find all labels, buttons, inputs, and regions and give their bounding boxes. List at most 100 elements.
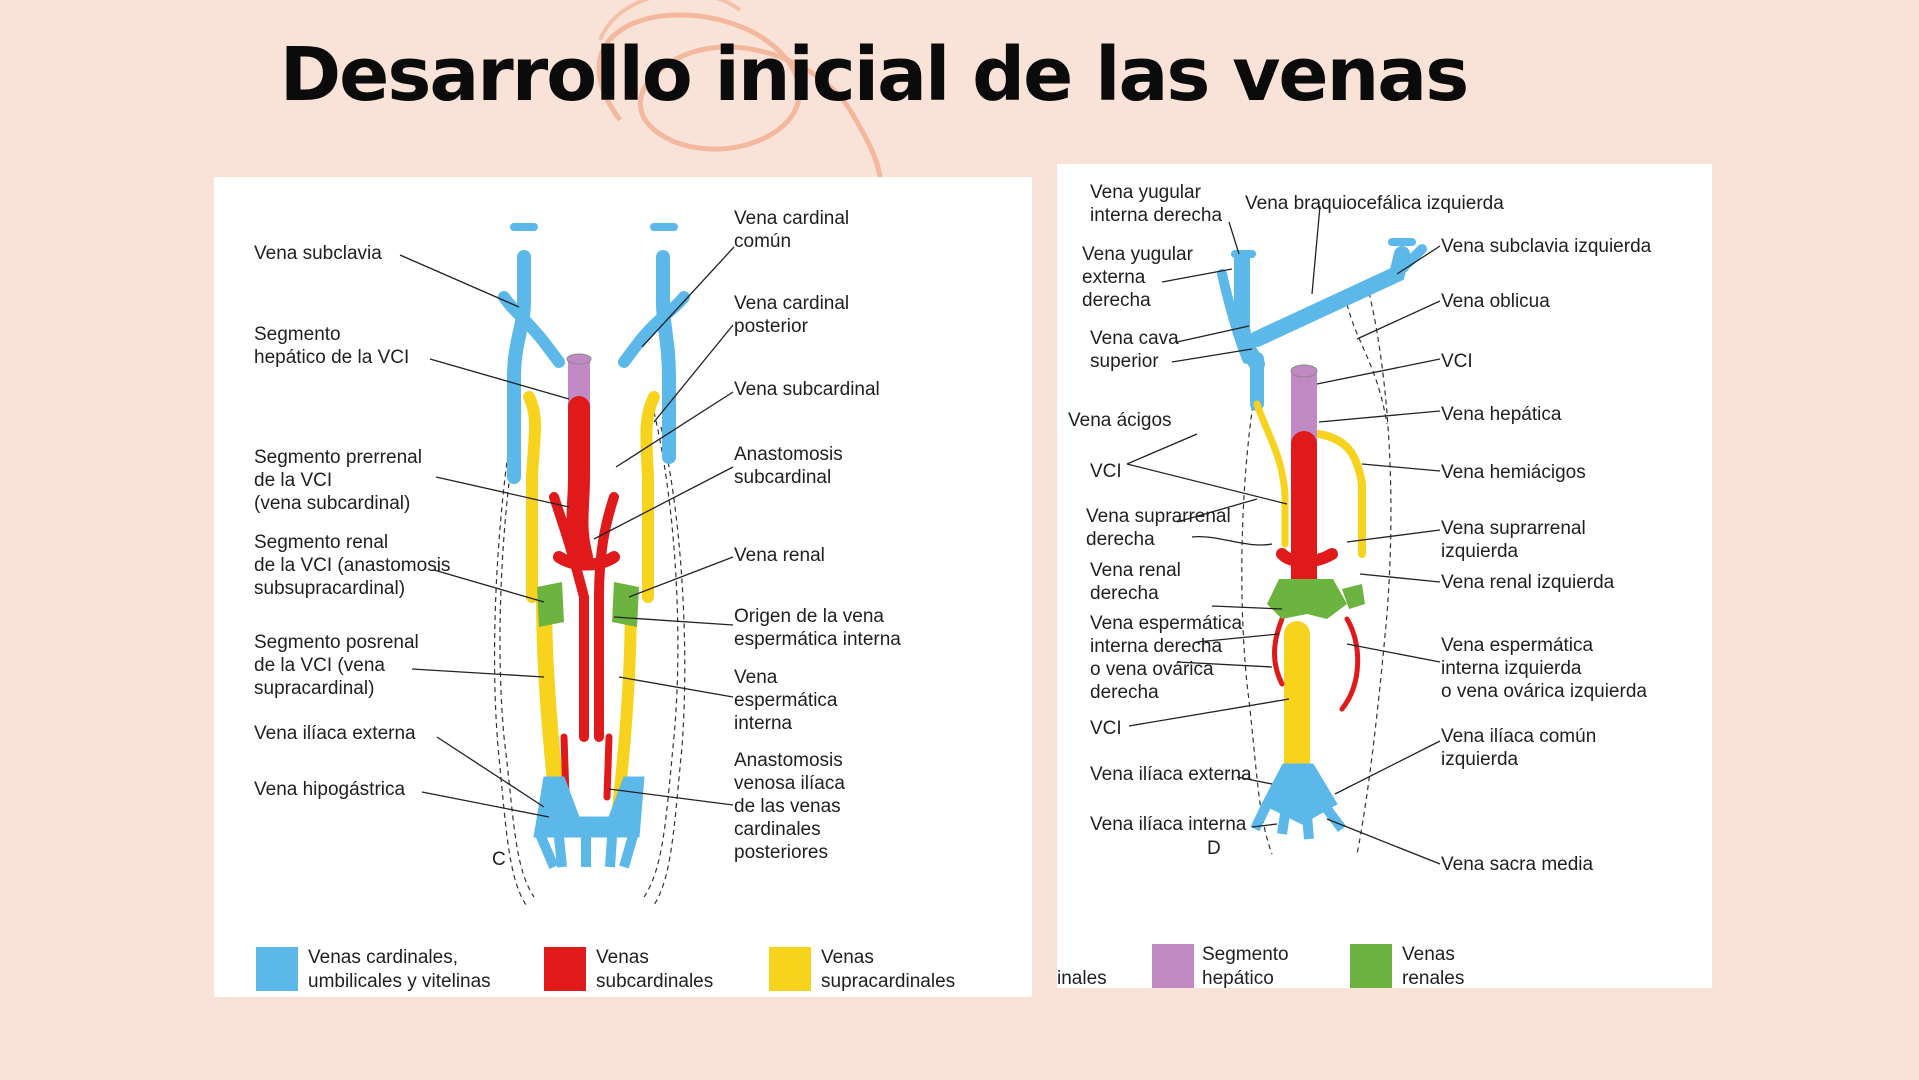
panel-letter-d: D [1207,838,1221,859]
label-origen-1: Origen de la vena [734,606,884,627]
label-subclavia-izq: Vena subclavia izquierda [1441,236,1652,257]
dashed-outline-d-left [1241,378,1273,855]
label-renal-izq: Vena renal izquierda [1441,572,1615,593]
label-origen-2: espermática interna [734,629,901,650]
label-braquio: Vena braquiocefálica izquierda [1245,193,1504,214]
label-iliaca-externa: Vena ilíaca externa [254,723,416,744]
legend-c: Venas cardinales, umbilicales y vitelina… [256,947,955,992]
legend-hep-2: hepático [1202,968,1274,988]
label-anast-iliaca-3: de las venas [734,796,841,817]
label-esp-izq-3: o vena ovárica izquierda [1441,681,1647,702]
label-renal-der-2: derecha [1090,583,1159,604]
label-anast-iliaca-5: posteriores [734,842,828,863]
label-anast-sub-2: subcardinal [734,467,831,488]
label-cardinal-comun-2: común [734,231,791,252]
label-vena-subclavia: Vena subclavia [254,243,382,264]
label-seg-prerrenal-2: de la VCI [254,470,332,491]
label-seg-renal-1: Segmento renal [254,532,388,553]
label-anast-iliaca-1: Anastomosis [734,750,843,771]
label-hipogastrica: Vena hipogástrica [254,779,405,800]
label-esp-izq-2: interna izquierda [1441,658,1582,679]
label-esp-izq-1: Vena espermática [1441,635,1594,656]
label-cava-sup-1: Vena cava [1090,328,1179,349]
label-renal-der-1: Vena renal [1090,560,1181,581]
label-seg-hepatico-2: hepático de la VCI [254,347,409,368]
label-supra-izq-2: izquierda [1441,541,1519,562]
legend-cardinal-2: umbilicales y vitelinas [308,971,491,992]
label-esperm-3: interna [734,713,793,734]
dashed-outline-left [499,411,535,898]
label-anast-sub-1: Anastomosis [734,444,843,465]
label-esperm-2: espermática [734,690,838,711]
panel-letter-c: C [492,849,506,870]
label-iliaca-comun-1: Vena ilíaca común [1441,726,1596,747]
label-vci-1: VCI [1090,461,1122,482]
legend-swatch-renal [1350,944,1392,988]
dashed-outline-right [643,411,679,898]
dashed-outline-right-2 [653,426,686,906]
label-acigos: Vena ácigos [1068,410,1172,431]
label-seg-hepatico-1: Segmento [254,324,341,345]
label-seg-posrenal-3: supracardinal) [254,678,374,699]
label-supra-izq-1: Vena suprarrenal [1441,518,1586,539]
label-iliaca-ext: Vena ilíaca externa [1090,764,1252,785]
renal-veins-d [1267,579,1347,619]
label-esp-der-2: interna derecha [1090,636,1222,657]
legend-d: inales Segmento hepático Venas renales [1057,944,1464,988]
label-hemiacigos: Vena hemiácigos [1441,462,1586,483]
legend-partial: inales [1057,968,1107,988]
diagram-panel-d: D Vena yugular interna derecha Vena braq… [1057,164,1712,988]
leader-lines-c [399,246,735,818]
cardinal-veins-top [498,223,690,484]
label-esp-der-1: Vena espermática [1090,613,1243,634]
label-hepatica: Vena hepática [1441,404,1562,425]
label-esp-der-3: o vena ovárica [1090,659,1214,680]
supracardinal-veins-d [1253,400,1366,797]
diagram-panel-c: C Vena subclavia Segmento hepático de la… [214,177,1032,997]
leader-lines-d [1126,205,1441,865]
hepatic-segment [568,357,590,407]
label-esperm-1: Vena [734,667,778,688]
legend-sub-1: Venas [596,947,649,968]
legend-supra-1: Venas [821,947,874,968]
label-yug-ext-2: externa [1082,267,1146,288]
label-cardinal-post-2: posterior [734,316,809,337]
label-anast-iliaca-2: venosa ilíaca [734,773,845,794]
diagram-c-svg: C Vena subclavia Segmento hepático de la… [254,208,955,992]
label-yug-int-der-2: interna derecha [1090,205,1222,226]
label-renal: Vena renal [734,545,825,566]
label-seg-posrenal-2: de la VCI (vena [254,655,385,676]
subcardinal-veins [549,396,620,801]
renal-anastomosis-left [537,582,564,627]
legend-swatch-hepatic [1152,944,1194,988]
legend-ren-1: Venas [1402,944,1455,965]
legend-cardinal-1: Venas cardinales, [308,947,458,968]
label-yug-int-der-1: Vena yugular [1090,182,1202,203]
diagram-d-svg: D Vena yugular interna derecha Vena braq… [1057,182,1652,988]
label-oblicua: Vena oblicua [1441,291,1550,312]
label-seg-prerrenal-1: Segmento prerrenal [254,447,422,468]
label-yug-ext-3: derecha [1082,290,1151,311]
label-supra-der-2: derecha [1086,529,1155,550]
legend-sub-2: subcardinales [596,971,713,992]
label-cardinal-post-1: Vena cardinal [734,293,849,314]
label-cava-sup-2: superior [1090,351,1159,372]
label-seg-prerrenal-3: (vena subcardinal) [254,493,410,514]
label-iliaca-comun-2: izquierda [1441,749,1519,770]
label-subcardinal: Vena subcardinal [734,379,880,400]
label-seg-posrenal-1: Segmento posrenal [254,632,419,653]
label-anast-iliaca-4: cardinales [734,819,821,840]
page-title: Desarrollo inicial de las venas [279,32,1470,118]
label-vci-r: VCI [1441,351,1473,372]
label-cardinal-comun-1: Vena cardinal [734,208,849,229]
legend-swatch-supracardinal [769,947,811,991]
subcardinal-veins-d [1272,431,1361,712]
iliac-veins-d [1250,763,1346,840]
label-sacra: Vena sacra media [1441,854,1594,875]
label-supra-der-1: Vena suprarrenal [1086,506,1231,527]
legend-swatch-subcardinal [544,947,586,991]
label-yug-ext-1: Vena yugular [1082,244,1194,265]
label-iliaca-int: Vena ilíaca interna [1090,814,1247,835]
legend-ren-2: renales [1402,968,1464,988]
iliac-veins [533,776,645,869]
